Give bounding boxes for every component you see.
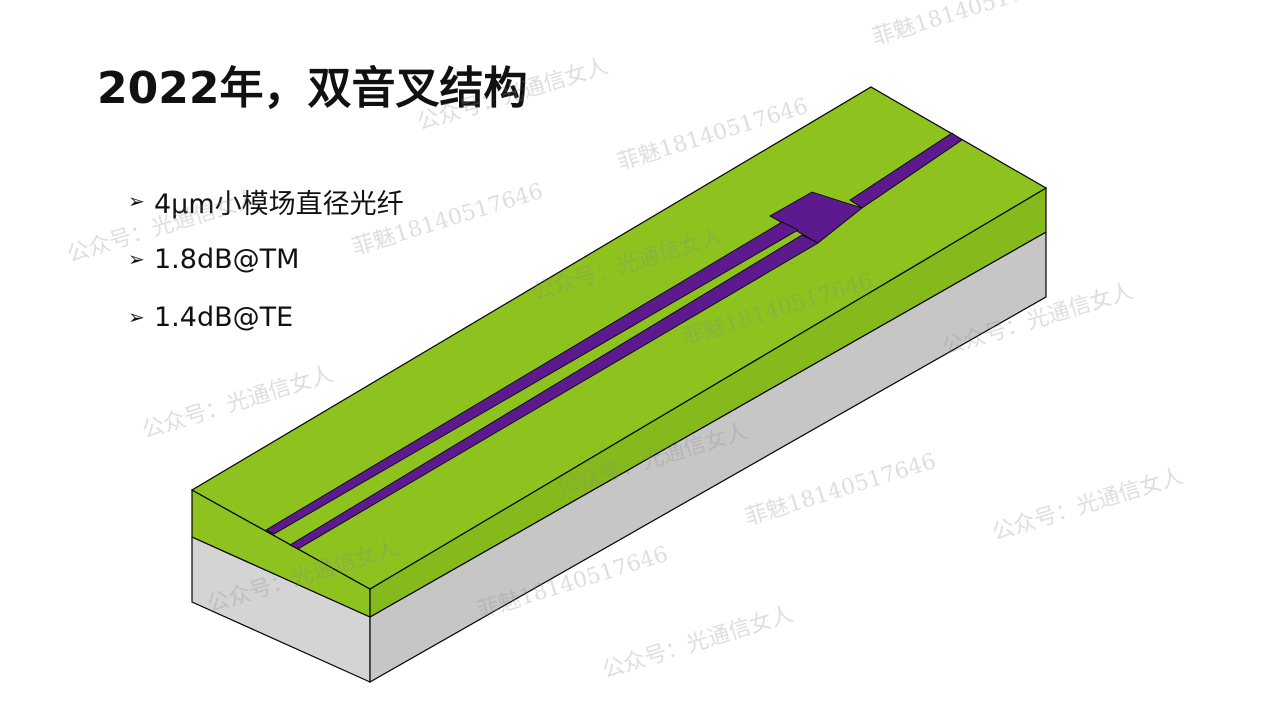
bullet-text: 1.8dB@TM bbox=[154, 243, 300, 275]
bullet-item: ➢ 4μm小模场直径光纤 bbox=[128, 172, 404, 230]
arrow-bullet-icon: ➢ bbox=[128, 247, 145, 271]
bullet-text: 1.4dB@TE bbox=[154, 301, 294, 333]
arrow-bullet-icon: ➢ bbox=[128, 189, 145, 213]
waveguide-fork-arm-upper bbox=[265, 221, 799, 535]
waveguide-junction-pad bbox=[769, 191, 863, 244]
bullet-list: ➢ 4μm小模场直径光纤 ➢ 1.8dB@TM ➢ 1.4dB@TE bbox=[128, 172, 404, 346]
waveguide-input-taper bbox=[849, 132, 963, 209]
bullet-text: 4μm小模场直径光纤 bbox=[154, 188, 404, 220]
bullet-item: ➢ 1.4dB@TE bbox=[128, 288, 404, 346]
arrow-bullet-icon: ➢ bbox=[128, 305, 145, 329]
waveguide-fork-arm-lower bbox=[289, 234, 819, 550]
bullet-item: ➢ 1.8dB@TM bbox=[128, 230, 404, 288]
tuning-fork-waveguide bbox=[265, 132, 963, 550]
page-title: 2022年，双音叉结构 bbox=[97, 63, 528, 114]
